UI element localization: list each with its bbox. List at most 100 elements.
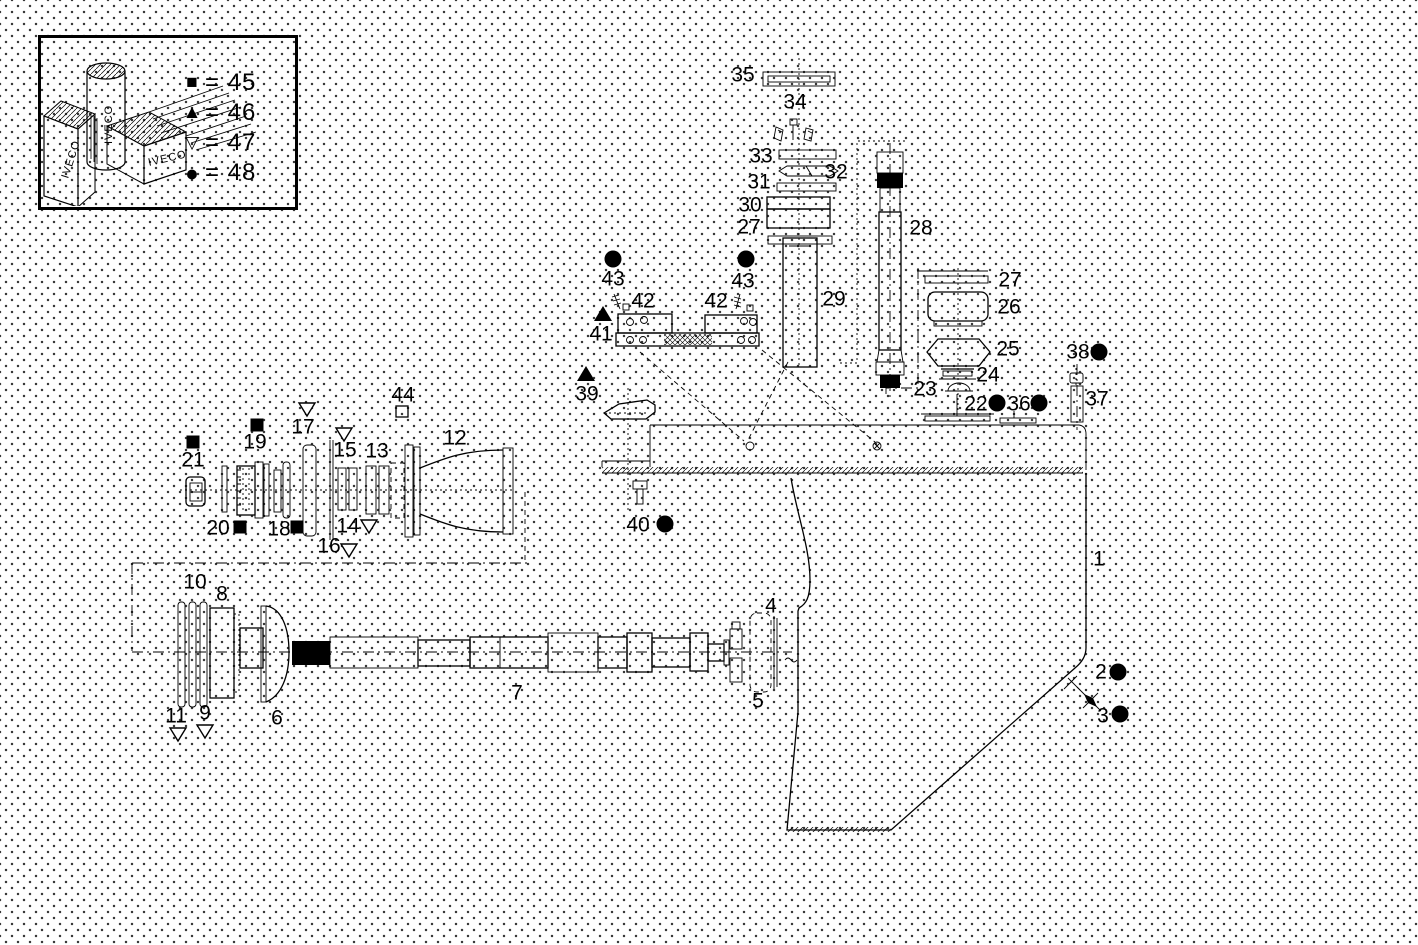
construction-lines bbox=[131, 58, 1078, 653]
triangle-down-marker-11 bbox=[168, 727, 188, 743]
triangle-down-marker-14 bbox=[359, 519, 379, 535]
callout-11: 11 bbox=[165, 705, 187, 728]
part-33-shim bbox=[778, 149, 837, 160]
part-24-washers bbox=[939, 368, 976, 380]
part-15-14-rings bbox=[337, 467, 358, 511]
circle-marker-3 bbox=[1111, 705, 1129, 723]
circle-symbol: ● bbox=[185, 159, 199, 186]
legend-value: = 45 bbox=[205, 69, 257, 96]
circle-marker-36 bbox=[1030, 394, 1048, 412]
callout-12: 12 bbox=[443, 427, 466, 450]
circle-marker-40 bbox=[656, 515, 674, 533]
callout-5: 5 bbox=[752, 690, 764, 713]
callout-3: 3 bbox=[1097, 705, 1109, 728]
part-44-key bbox=[395, 405, 409, 418]
brand-logo: IVECO IVECO IVECO bbox=[43, 62, 257, 206]
callout-42b: 42 bbox=[704, 290, 727, 313]
callout-24: 24 bbox=[976, 364, 1000, 387]
part-40-bolt bbox=[632, 480, 648, 505]
part-18-rings bbox=[263, 461, 291, 519]
legend-value: = 48 bbox=[205, 159, 257, 186]
callout-29: 29 bbox=[822, 288, 845, 311]
callout-31: 31 bbox=[747, 171, 770, 194]
callout-17: 17 bbox=[291, 416, 314, 439]
part-42-screw-right bbox=[733, 293, 754, 312]
circle-marker-22 bbox=[988, 394, 1006, 412]
part-27-shim-right bbox=[917, 270, 989, 284]
part-32-shim bbox=[778, 165, 839, 177]
logo-text-cylinder: IVECO bbox=[103, 105, 115, 144]
legend-box: IVECO IVECO IVECO ■ = 45 ▲ = 46 ▽ = 47 ●… bbox=[38, 35, 298, 210]
callout-34: 34 bbox=[783, 91, 807, 114]
callout-39: 39 bbox=[575, 383, 598, 406]
triangle-down-marker-17 bbox=[297, 402, 317, 418]
circle-marker-38 bbox=[1090, 343, 1108, 361]
legend-item-45: ■ = 45 bbox=[179, 68, 289, 98]
triangle-down-marker-9 bbox=[195, 724, 215, 740]
part-10-shims bbox=[177, 601, 208, 708]
triangle-down-marker-15 bbox=[334, 427, 354, 443]
square-marker-18 bbox=[290, 520, 304, 534]
legend-value: = 46 bbox=[205, 99, 257, 126]
callout-27b: 27 bbox=[998, 269, 1021, 292]
triangle-up-symbol: ▲ bbox=[182, 102, 202, 123]
square-symbol: ■ bbox=[186, 72, 198, 93]
callout-22: 22 bbox=[964, 393, 987, 416]
part-12-bearing-carrier bbox=[390, 444, 514, 538]
part-20-shim bbox=[221, 465, 228, 513]
callout-33: 33 bbox=[749, 145, 772, 168]
callout-1: 1 bbox=[1093, 548, 1105, 571]
part-5-ring bbox=[729, 621, 743, 683]
callout-6: 6 bbox=[271, 707, 283, 730]
circle-marker-43 bbox=[604, 250, 622, 268]
callout-42a: 42 bbox=[631, 290, 654, 313]
triangle-down-symbol: ▽ bbox=[185, 133, 199, 152]
callout-32: 32 bbox=[824, 161, 847, 184]
part-1-gearcase-housing bbox=[601, 424, 1087, 832]
legend-item-48: ● = 48 bbox=[179, 158, 289, 188]
triangle-down-marker-16 bbox=[339, 543, 359, 559]
callout-44: 44 bbox=[391, 384, 415, 407]
logo-text-left-box: IVECO bbox=[59, 139, 83, 180]
callout-4: 4 bbox=[765, 595, 777, 618]
part-23-cap bbox=[945, 382, 973, 416]
part-30-bearing bbox=[766, 196, 831, 229]
legend-value: = 47 bbox=[205, 129, 257, 156]
callout-35: 35 bbox=[731, 64, 754, 87]
part-4-ring bbox=[749, 612, 778, 693]
part-7-propshaft bbox=[292, 632, 730, 673]
triangle-up-marker-39 bbox=[577, 366, 595, 381]
callout-15: 15 bbox=[333, 439, 356, 462]
callout-38: 38 bbox=[1066, 341, 1089, 364]
circle-marker-2 bbox=[1109, 663, 1127, 681]
callout-2: 2 bbox=[1095, 661, 1107, 684]
part-2-3-plug-screw bbox=[1063, 675, 1102, 712]
part-35-plate bbox=[762, 71, 836, 87]
callout-36: 36 bbox=[1007, 393, 1030, 416]
callout-40: 40 bbox=[626, 514, 649, 537]
callout-7: 7 bbox=[511, 682, 523, 705]
callout-30: 30 bbox=[738, 194, 761, 217]
part-16-shim bbox=[329, 440, 334, 540]
part-37-pin bbox=[1070, 385, 1084, 423]
gasket-strips bbox=[921, 411, 1037, 424]
callout-43b: 43 bbox=[731, 270, 754, 293]
callout-13: 13 bbox=[365, 440, 388, 463]
part-41-bracket bbox=[615, 313, 760, 347]
part-8-spacer bbox=[209, 607, 240, 699]
callout-27a: 27 bbox=[737, 216, 760, 239]
square-marker-20 bbox=[233, 520, 247, 534]
part-26-bearing bbox=[927, 291, 989, 327]
part-29-sleeve bbox=[782, 237, 818, 368]
part-25-nut bbox=[926, 338, 991, 367]
part-6-thrust-hub bbox=[239, 605, 290, 703]
callout-43a: 43 bbox=[601, 268, 624, 291]
callout-28: 28 bbox=[909, 217, 932, 240]
callout-26: 26 bbox=[997, 296, 1020, 319]
callout-14: 14 bbox=[336, 515, 360, 538]
part-39-trim-tab bbox=[602, 399, 656, 420]
callout-23: 23 bbox=[913, 378, 936, 401]
legend-item-47: ▽ = 47 bbox=[179, 128, 289, 158]
callout-25: 25 bbox=[996, 338, 1019, 361]
symbol-legend: ■ = 45 ▲ = 46 ▽ = 47 ● = 48 bbox=[179, 68, 289, 188]
